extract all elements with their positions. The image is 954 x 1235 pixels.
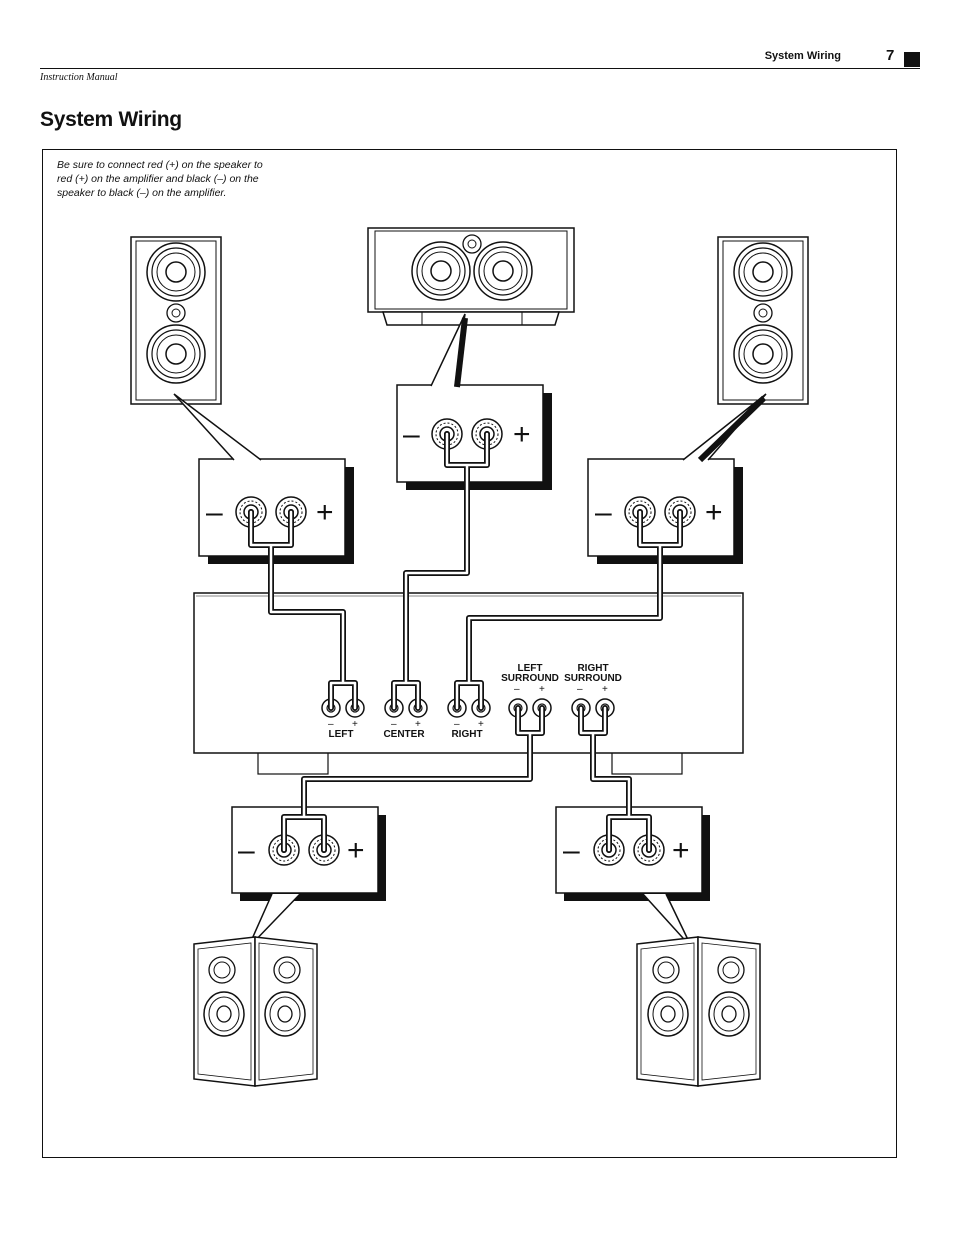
amp-rs-plus: + [602,684,608,695]
callout-plus: + [347,834,365,867]
center-speaker-icon [367,227,575,326]
amp-right-label: RIGHT [451,729,482,740]
left-surround-speaker-icon [193,936,318,1087]
header-marker [904,52,920,67]
right-surround-terminal-callout: – + [555,806,710,949]
amp-center-minus: – [391,719,397,730]
manual-label: Instruction Manual [40,72,118,83]
left-surround-terminal-callout: – + [231,806,386,949]
right-surround-speaker-icon [636,936,761,1087]
speaker-wires [248,431,683,853]
amp-left-label: LEFT [329,729,354,740]
amp-right-plus: + [478,719,484,730]
header-section-title: System Wiring [764,50,841,62]
callout-minus: – [206,496,223,529]
wiring-note: Be sure to connect red (+) on the speake… [57,159,263,199]
callout-minus: – [403,418,420,451]
callout-plus: + [705,496,723,529]
header-rule [40,68,920,69]
page-title: System Wiring [40,108,182,131]
center-terminal-callout: – + [396,313,552,490]
amp-ls-plus: + [539,684,545,695]
amp-ls-minus: – [514,684,520,695]
callout-plus: + [513,418,531,451]
amp-right-minus: – [454,719,460,730]
callout-plus: + [316,496,334,529]
amp-left-plus: + [352,719,358,730]
amp-center-plus: + [415,719,421,730]
callout-minus: – [238,834,255,867]
amp-right-surround-label-1: RIGHT [577,663,608,674]
front-right-speaker-icon [717,236,809,405]
callout-minus: – [563,834,580,867]
front-left-terminal-callout: – + [173,393,354,564]
diagram-frame [42,149,897,1158]
front-left-speaker-icon [130,236,222,405]
page-number: 7 [886,47,895,64]
amp-rs-minus: – [577,684,583,695]
amp-right-surround-label-2: SURROUND [564,673,622,684]
amp-left-surround-label-1: LEFT [518,663,543,674]
callout-minus: – [595,496,612,529]
amp-left-minus: – [328,719,334,730]
amp-left-surround-label-2: SURROUND [501,673,559,684]
front-right-terminal-callout: – + [587,393,767,564]
callout-plus: + [672,834,690,867]
amp-center-label: CENTER [383,729,425,740]
